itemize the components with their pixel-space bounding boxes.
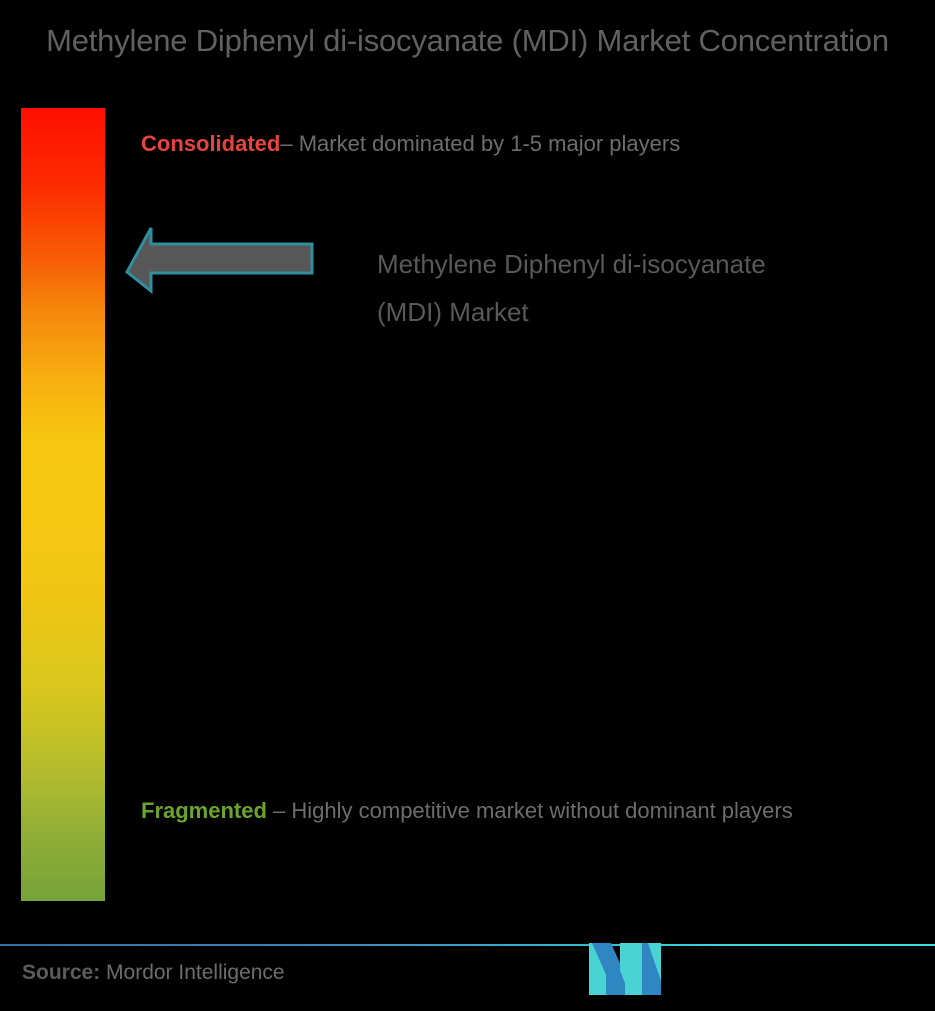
legend-consolidated-description: – Market dominated by 1-5 major players	[280, 131, 681, 156]
page-title: Methylene Diphenyl di-isocyanate (MDI) M…	[46, 23, 889, 58]
legend-consolidated-keyword: Consolidated	[141, 131, 281, 156]
market-callout-label: Methylene Diphenyl di-isocyanate (MDI) M…	[377, 249, 766, 327]
mordor-intelligence-logo	[589, 943, 661, 995]
footer-divider	[0, 944, 935, 946]
left-arrow-icon	[125, 227, 314, 295]
market-position-arrow	[122, 224, 316, 296]
source-attribution: Source: Mordor Intelligence	[22, 958, 285, 988]
legend-fragmented-keyword: Fragmented	[141, 798, 267, 823]
legend-fragmented: Fragmented – Highly competitive market w…	[141, 789, 881, 832]
brand-logo-icon	[589, 943, 661, 995]
legend-consolidated: Consolidated– Market dominated by 1-5 ma…	[141, 127, 911, 160]
source-value: Mordor Intelligence	[100, 961, 285, 984]
concentration-gradient-scale	[21, 108, 105, 901]
source-label: Source:	[22, 961, 101, 984]
legend-fragmented-description: – Highly competitive market without domi…	[266, 798, 793, 823]
